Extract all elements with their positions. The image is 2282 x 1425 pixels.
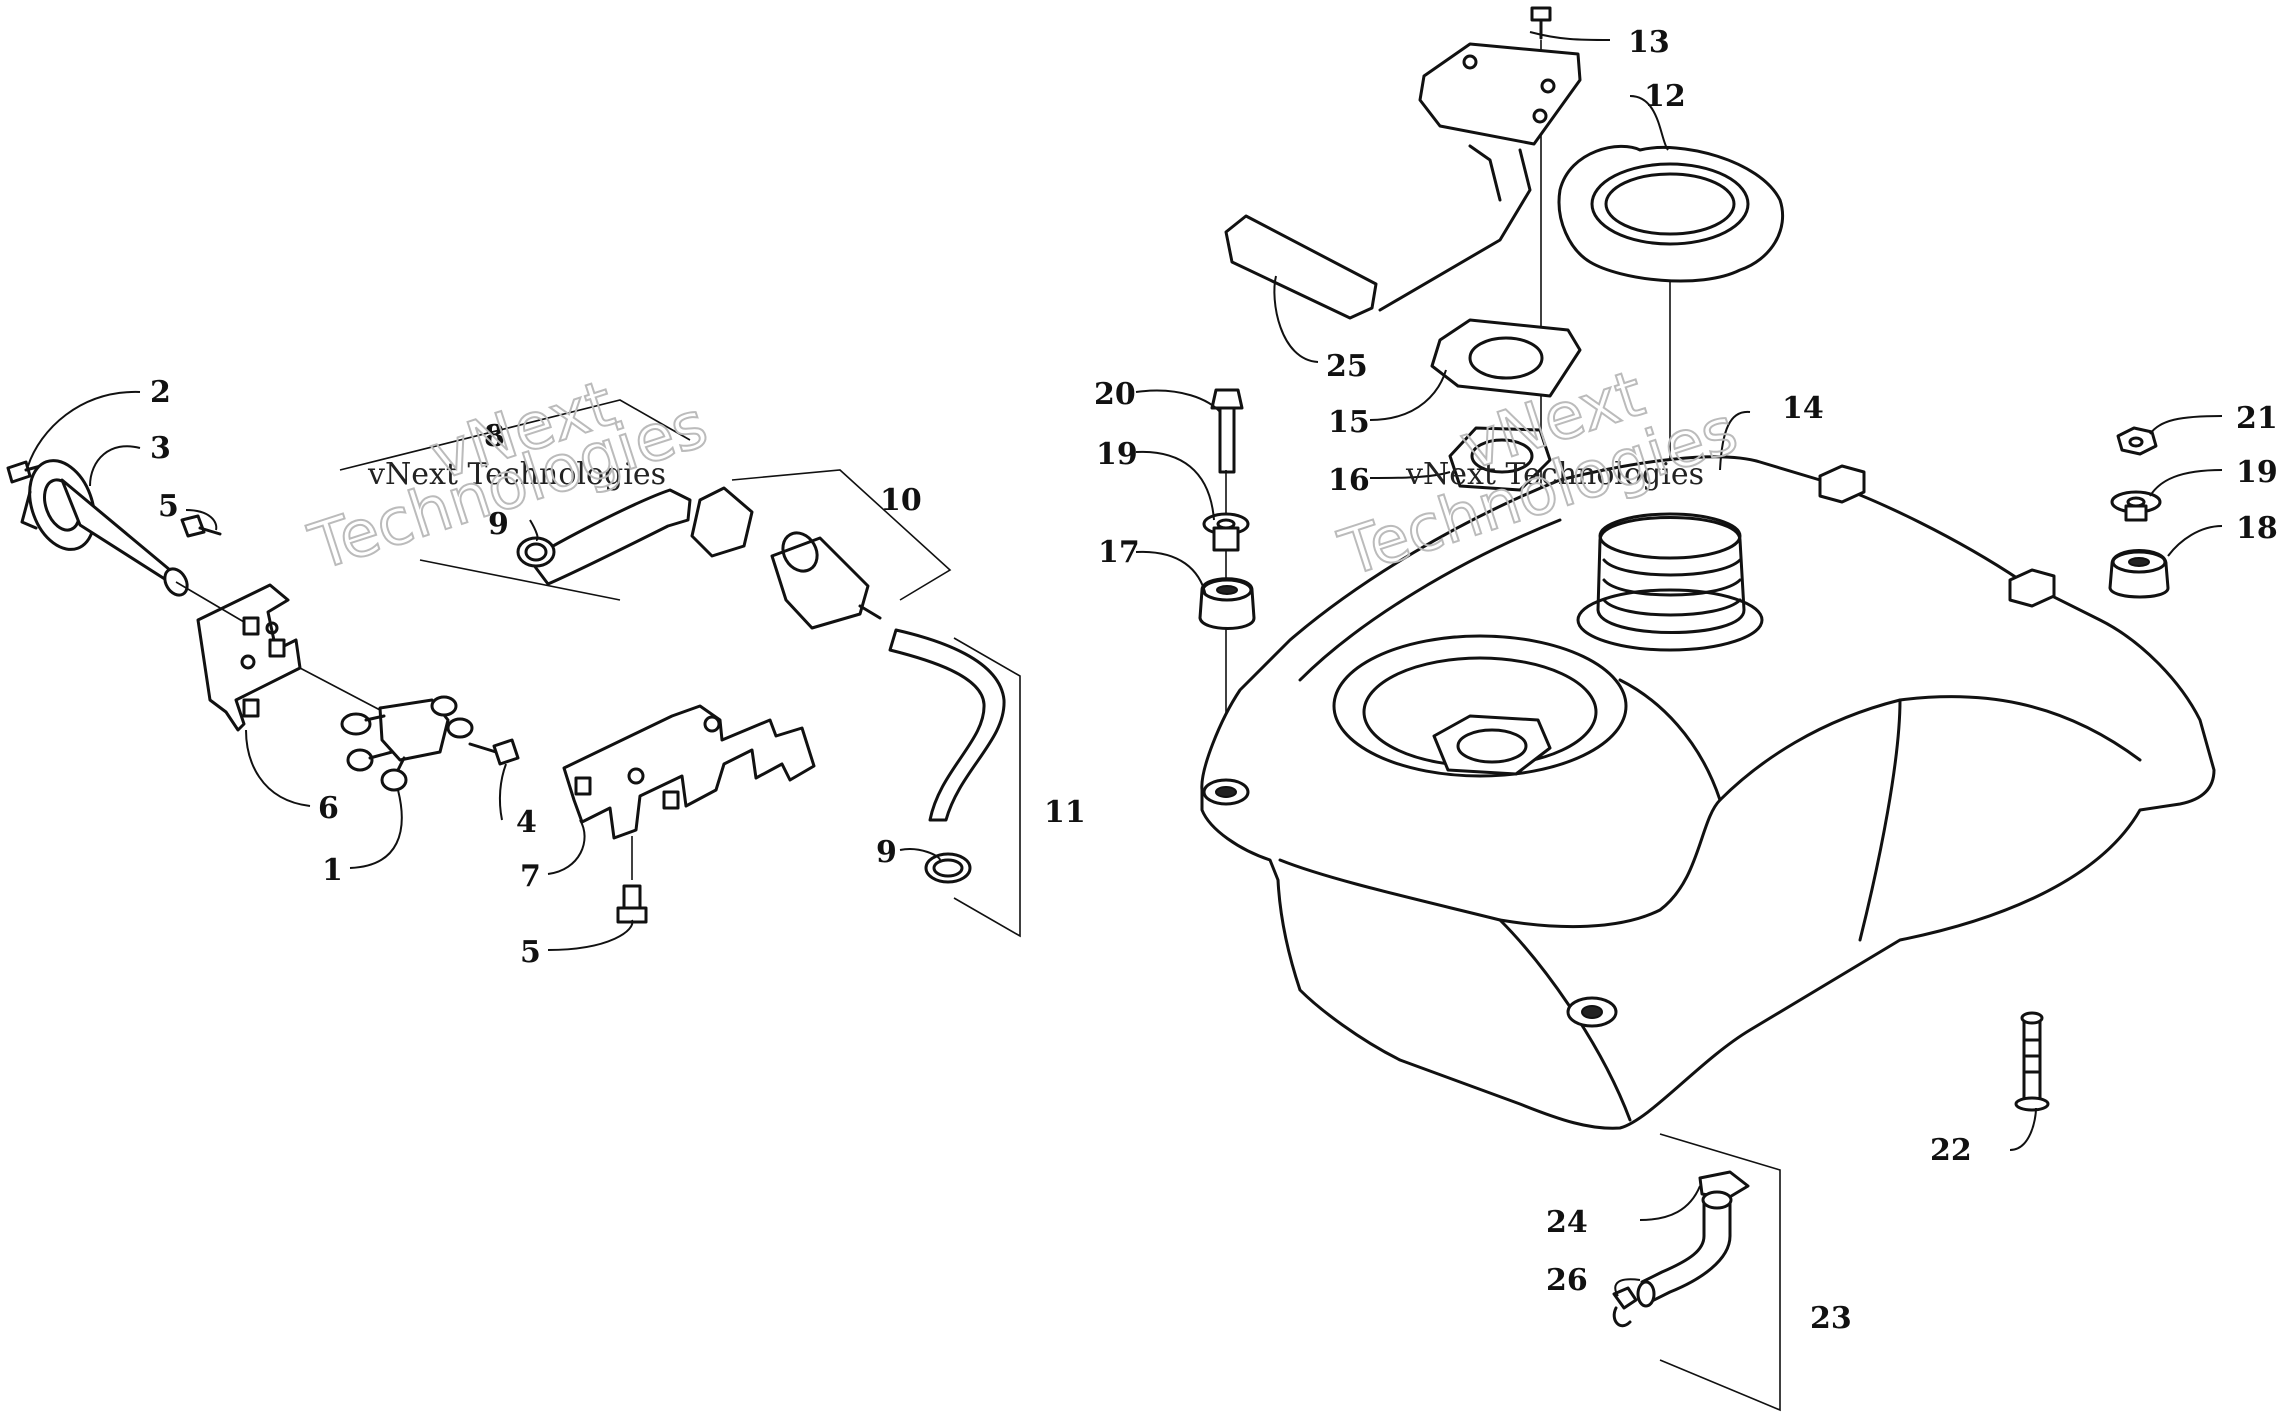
- callout-15: 15: [1328, 405, 1370, 440]
- leader-lines: [27, 31, 2223, 1297]
- callout-14: 14: [1782, 391, 1824, 426]
- callout-4: 4: [516, 805, 537, 840]
- part-21-nut: [2116, 426, 2158, 456]
- callout-16: 16: [1328, 463, 1370, 498]
- part-23-vent-hose: [1636, 1190, 1733, 1308]
- callout-19-left: 19: [1096, 437, 1138, 472]
- part-1-fuel-valve: [340, 695, 474, 792]
- part-17-grommet: [1198, 577, 1256, 630]
- callout-10: 10: [880, 483, 922, 518]
- callout-9-lower: 9: [876, 835, 897, 870]
- callout-18: 18: [2236, 511, 2278, 546]
- callout-9-upper: 9: [488, 507, 509, 542]
- part-5-bolt-upper: [180, 514, 222, 538]
- part-15-gasket: [1430, 318, 1582, 398]
- callout-25: 25: [1326, 349, 1368, 384]
- callout-24: 24: [1546, 1205, 1588, 1240]
- fuel-tank-assembly: [1198, 6, 2216, 1412]
- callout-1: 1: [322, 853, 343, 888]
- callout-5-lower: 5: [520, 935, 541, 970]
- part-18-grommet: [2108, 549, 2170, 599]
- part-22-drain-tube: [2014, 1011, 2050, 1112]
- callout-7: 7: [520, 859, 541, 894]
- part-3-flange-tube: [20, 459, 189, 597]
- callout-26: 26: [1546, 1263, 1588, 1298]
- part-11-hose: [888, 628, 1006, 822]
- part-25-fuel-sender: [1224, 42, 1582, 320]
- fuel-valve-assembly: [6, 399, 1021, 938]
- callout-23: 23: [1810, 1301, 1852, 1336]
- part-7-mounting-bracket: [562, 704, 816, 840]
- part-5-bolt-lower: [616, 836, 648, 924]
- callout-17: 17: [1098, 535, 1140, 570]
- part-6-bracket-plate: [196, 583, 302, 732]
- callout-labels: 2 3 5 6 1 4 8 9 10 7 5 11 9 13 12 25 15 …: [150, 25, 2278, 1336]
- callout-6: 6: [318, 791, 339, 826]
- callout-20: 20: [1094, 377, 1136, 412]
- callout-13: 13: [1628, 25, 1670, 60]
- callout-21: 21: [2236, 401, 2278, 436]
- part-26-clip: [1612, 1286, 1638, 1328]
- watermark-small-left: vNext Technologies: [367, 457, 666, 492]
- part-8-hose: [528, 488, 692, 586]
- part-13-screw: [1530, 6, 1552, 40]
- callout-22: 22: [1930, 1133, 1972, 1168]
- part-10-fuel-filter: [690, 486, 882, 630]
- callout-11: 11: [1044, 795, 1086, 830]
- part-20-bolt: [1210, 388, 1244, 474]
- part-19-washer-left: [1202, 512, 1250, 552]
- part-19-washer-right: [2110, 490, 2162, 522]
- callout-12: 12: [1644, 79, 1686, 114]
- part-9-clamp-lower: [924, 852, 972, 884]
- callout-5: 5: [158, 489, 179, 524]
- watermark-small-right: vNext Technologies: [1405, 457, 1704, 492]
- callout-19-right: 19: [2236, 455, 2278, 490]
- part-12-fuel-cap: [1557, 144, 1785, 283]
- callout-2: 2: [150, 375, 171, 410]
- part-16-seal: [1448, 426, 1552, 492]
- callout-3: 3: [150, 431, 171, 466]
- part-14-fuel-tank: [1200, 455, 2216, 1130]
- part-4-screw: [468, 738, 520, 766]
- callout-8: 8: [484, 419, 505, 454]
- part-9-clamp-upper: [516, 536, 556, 568]
